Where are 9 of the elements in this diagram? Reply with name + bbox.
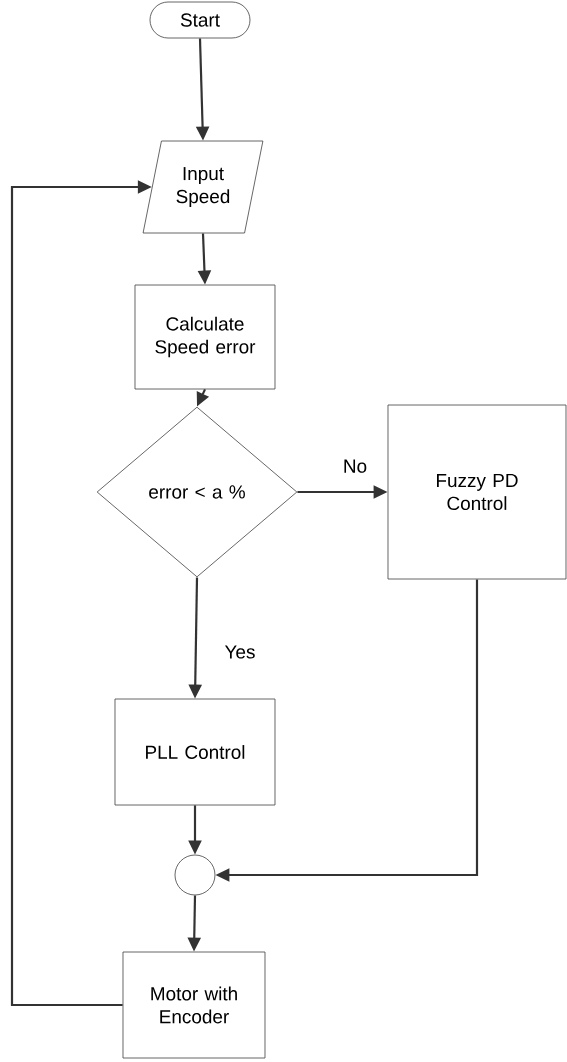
process-box: Fuzzy PD Control bbox=[387, 404, 567, 580]
process-box: Motor with Encoder bbox=[122, 951, 266, 1059]
input-parallelogram: Input Speed bbox=[142, 140, 264, 234]
process-box: Calculate Speed error bbox=[134, 284, 276, 390]
edge-label: Yes bbox=[223, 644, 257, 660]
edge-label: No bbox=[341, 458, 369, 474]
junction-circle bbox=[174, 854, 216, 896]
process-box: PLL Control bbox=[114, 698, 276, 806]
start-terminal: Start bbox=[149, 1, 251, 39]
